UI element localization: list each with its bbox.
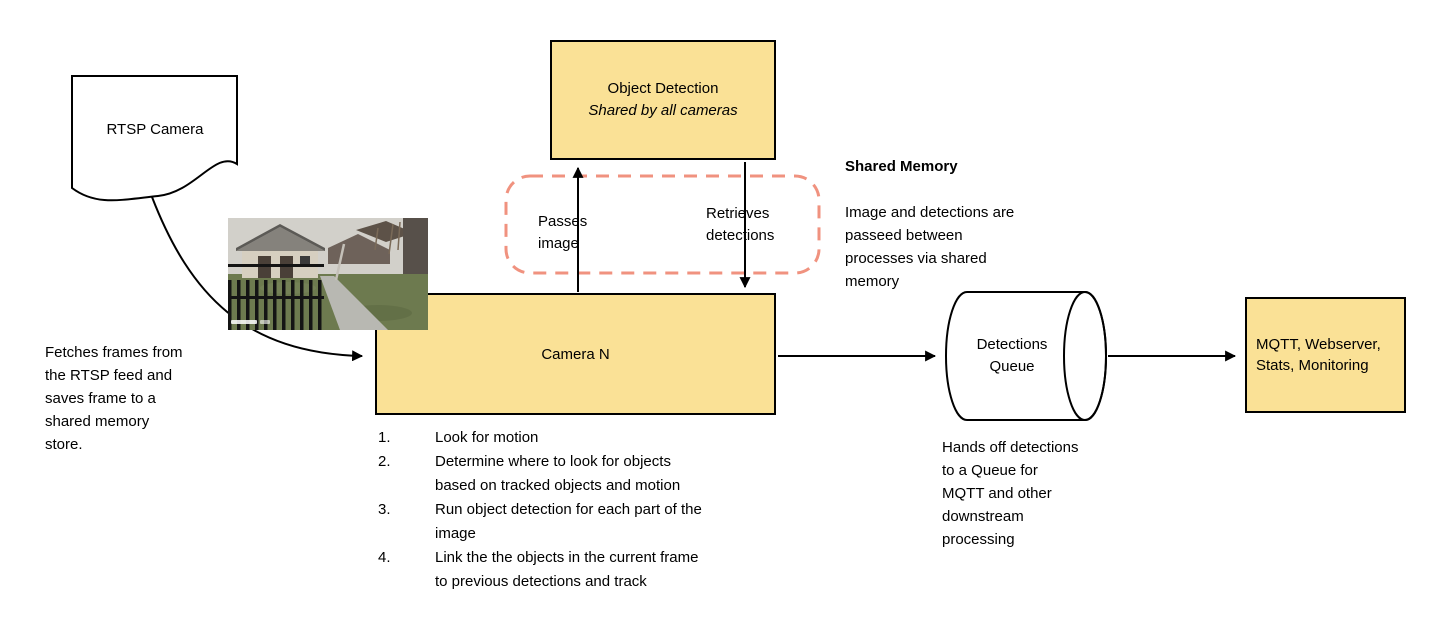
object-detection-box: Object Detection Shared by all cameras — [550, 40, 776, 160]
step-number: 2. — [378, 453, 391, 470]
step-number: 1. — [378, 429, 391, 446]
step-text: Determine where to look for objects base… — [435, 453, 681, 494]
step-text: Look for motion — [435, 429, 539, 446]
step-number: 3. — [378, 501, 391, 518]
camera-n-label: Camera N — [541, 345, 610, 363]
object-detection-title: Object Detection — [607, 80, 719, 97]
mqtt-box: MQTT, Webserver, Stats, Monitoring — [1245, 297, 1406, 413]
camera-steps-list: 1. Look for motion 2. Determine where to… — [378, 426, 702, 594]
rtsp-camera-label: RTSP Camera — [106, 121, 204, 138]
queue-note: Hands off detections to a Queue for MQTT… — [942, 439, 1079, 548]
step-text: Run object detection for each part of th… — [435, 501, 702, 542]
rtsp-camera-shape — [71, 75, 238, 202]
fetch-note: Fetches frames from the RTSP feed and sa… — [45, 344, 183, 453]
step-item: 1. Look for motion — [378, 426, 702, 450]
shared-memory-title: Shared Memory — [845, 158, 958, 175]
camera-snapshot-image — [228, 218, 428, 330]
step-item: 3. Run object detection for each part of… — [378, 498, 702, 546]
camera-n-box: Camera N — [375, 293, 776, 415]
shared-memory-dashed-region — [504, 174, 821, 275]
object-detection-subtitle: Shared by all cameras — [588, 102, 738, 119]
step-item: 4. Link the the objects in the current f… — [378, 546, 702, 594]
mqtt-label: MQTT, Webserver, Stats, Monitoring — [1256, 336, 1381, 374]
step-number: 4. — [378, 549, 391, 566]
shared-memory-body: Image and detections are passeed between… — [845, 204, 1015, 290]
passes-image-label: Passes image — [538, 213, 588, 252]
retrieves-detections-label: Retrieves detections — [706, 205, 775, 244]
detections-queue-shape — [945, 291, 1107, 421]
step-text: Link the the objects in the current fram… — [435, 549, 699, 590]
rtsp-to-camera-arrow — [151, 196, 364, 362]
step-item: 2. Determine where to look for objects b… — [378, 450, 702, 498]
detections-queue-label: Detections Queue — [976, 336, 1048, 375]
shared-memory-note: Shared Memory Image and detections are p… — [845, 132, 1059, 316]
